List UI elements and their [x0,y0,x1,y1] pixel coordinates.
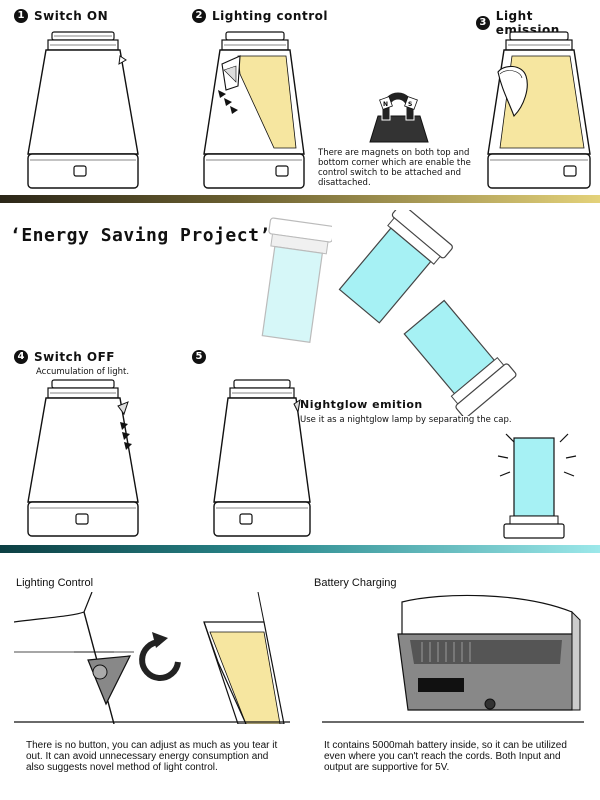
project-title: ‘Energy Saving Project’ [10,225,271,246]
lamp-lighting-control-illustration [203,31,305,189]
step-5-header: 5 [192,350,206,364]
floating-cylinder-3 [403,299,517,416]
step-4-title: Switch OFF [34,350,116,364]
rotate-arrow-icon [139,632,181,681]
lighting-control-heading: Lighting Control [16,577,94,589]
lighting-control-detail-illustration [14,592,290,724]
lamp-light-emission-illustration [487,31,591,189]
step-4-number: 4 [14,350,28,364]
step-4-subtitle: Accumulation of light. [36,367,130,377]
battery-charging-description: It contains 5000mah battery inside, so i… [324,740,567,773]
nightglow-title: Nightglow emition [300,398,423,411]
magnet-n-label: N [383,101,388,108]
step-4-header: 4 Switch OFF [14,350,115,364]
nightglow-description: Use it as a nightglow lamp by separating… [300,415,512,425]
lamp-cap-removed-illustration [213,379,311,537]
step-1-number: 1 [14,9,28,23]
nightglow-lamp-illustration [497,433,577,539]
step-1-header: 1 Switch ON [14,9,108,23]
middle-divider-band [0,545,600,553]
step-3-number: 3 [476,16,490,30]
step-2-header: 2 Lighting control [192,9,328,23]
lamp-switch-on-illustration [27,31,139,189]
step-1-title: Switch ON [34,9,109,23]
lamp-switch-off-illustration [27,379,139,537]
step-2-number: 2 [192,9,206,23]
magnet-icon: N S [369,92,429,143]
floating-cylinder-1 [261,217,332,344]
magnet-s-label: S [408,101,412,108]
top-divider-band [0,195,600,203]
magnet-note: There are magnets on both top and bottom… [318,148,471,188]
lighting-control-description: There is no button, you can adjust as mu… [26,740,278,773]
step-5-number: 5 [192,350,206,364]
battery-charging-heading: Battery Charging [314,577,397,589]
step-2-title: Lighting control [212,9,328,23]
floating-cylinder-2 [338,210,453,324]
battery-charging-detail-illustration [322,594,584,723]
pull-arrow-icon [218,90,226,98]
